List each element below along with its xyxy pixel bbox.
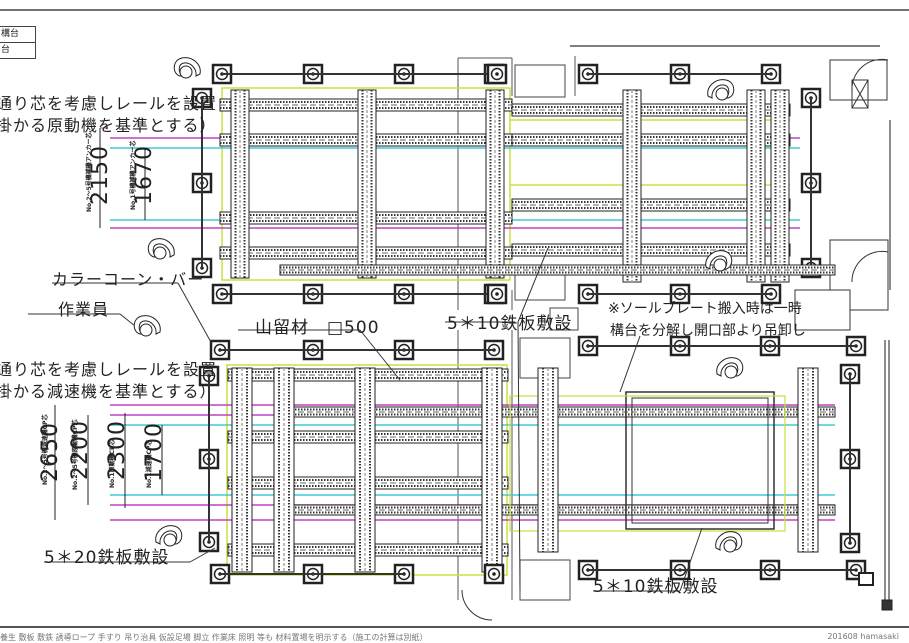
distribution-box [858,572,874,586]
elevator-box [851,79,869,109]
plate-5x20-label: 5＊20鉄板敷設 [44,548,170,568]
rail-note-bottom-line2: 掛かる減速機を基準とする） [0,382,217,401]
leader-line [177,282,213,345]
marker-box [881,599,893,611]
anchor-post-ring [490,287,504,301]
legend-row: 台 [1,45,11,55]
footer-author: 201608 hamasaki [827,632,899,641]
footer-note: 養生 敷板 敷鉄 誘導ロープ 手すり 吊り治具 仮設足場 脚立 作業床 照明 等… [0,633,428,642]
worker-icon [716,357,744,379]
platform-outline [509,395,786,532]
dim-value-bottom-3: 2300 [105,420,130,480]
leader-line [189,547,216,563]
sole-plate-pit-inner [631,397,769,524]
worker-icon [133,315,161,337]
worker-icon [147,238,175,260]
rail-note-top-line2: 掛かる原動機を基準とする） [0,116,217,135]
worker-icon [715,531,743,553]
dim-value-top-1: 2150 [88,145,113,205]
leader-line [359,329,401,381]
dim-value-top-2: 1670 [132,145,157,205]
color-cone-label: カラーコーン・バー [52,270,205,289]
door-swing [851,250,889,283]
sole-plate-note-line1: ※ソールプレート搬入時は一時 [608,301,802,317]
worker-icon [155,525,183,547]
worker-icon [173,57,201,79]
steel-column-beam [230,89,250,279]
anchor-post-dot [495,292,499,296]
leader-line [619,335,641,393]
leader-line [679,527,703,592]
dim-value-bottom-4: 1700 [142,422,167,482]
worker-icon [707,79,735,101]
legend-row: 構台 [0,27,35,43]
opening-box [794,289,851,331]
rail-note-top-line1: 通り芯を考慮しレールを設置 [0,94,218,113]
steel-column-beam [357,89,377,279]
platform-outline [221,87,511,281]
anchor-post-ring [490,67,504,81]
room-notch [514,64,566,98]
anchor-post-ring [487,567,501,581]
worker-label: 作業員 [58,300,110,319]
room-notch [519,559,571,601]
anchor-post-dot [495,72,499,76]
door-swing [851,58,889,93]
plate-5x10-bottom-label: 5＊10鉄板敷設 [593,577,719,597]
worker-icon [705,250,733,272]
yamadome-label: 山留材 □500 [255,318,380,338]
elevator-x [851,79,869,109]
room-notch [549,307,579,331]
anchor-post-dot [492,572,496,576]
steel-column-beam [485,89,505,279]
leader-line [517,321,521,591]
legend-table: 構台 台 [0,26,36,59]
plate-5x10-top-label: 5＊10鉄板敷設 [447,314,573,334]
door-swing [461,589,493,621]
rail-note-bottom-line1: 通り芯を考慮しレールを設置 [0,360,218,379]
dim-value-bottom-1: 2650 [38,422,63,482]
leader-line [517,247,549,323]
dim-value-bottom-2: 2200 [68,420,93,480]
sole-plate-note-line2: 構台を分解し開口部より吊卸し [610,323,806,339]
sole-plate-pit [625,391,775,530]
room [829,59,888,101]
